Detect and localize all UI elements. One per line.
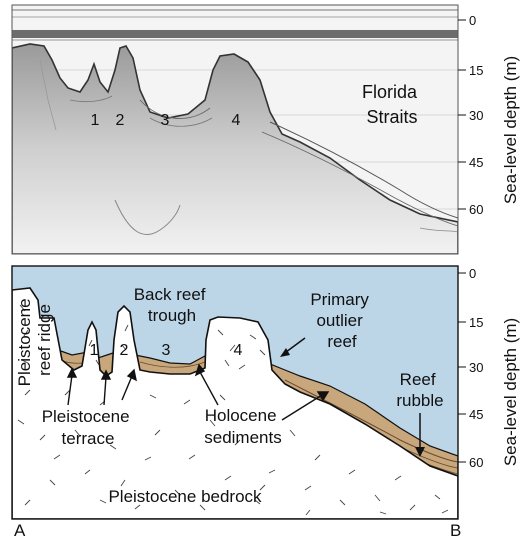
bottom-feature-number-2: 2 — [120, 342, 129, 359]
top-tick-0: 0 — [469, 13, 476, 28]
seismic-profile-panel: 1 2 3 4 Florida Straits 0 15 30 45 60 Se… — [11, 4, 520, 255]
top-feature-number-3: 3 — [161, 112, 170, 129]
top-feature-number-4: 4 — [232, 112, 241, 129]
bottom-tick-45: 45 — [469, 407, 483, 422]
florida-straits-label: Florida Straits — [362, 82, 422, 127]
bottom-tick-0: 0 — [469, 266, 476, 281]
top-depth-axis: 0 15 30 45 60 Sea-level depth (m) — [458, 13, 520, 217]
endpoint-a-label: A — [14, 521, 26, 540]
bottom-depth-axis: 0 15 30 45 60 Sea-level depth (m) — [458, 266, 520, 470]
primary-outlier-reef-label: Primary outlier reef — [310, 290, 373, 351]
top-feature-number-2: 2 — [116, 112, 125, 129]
sediment-arrows — [194, 363, 330, 421]
top-tick-30: 30 — [469, 108, 483, 123]
endpoint-b-label: B — [450, 521, 461, 540]
pleistocene-reef-ridge-label: Pleistocene reef ridge — [15, 294, 54, 387]
reef-rubble-label: Reef rubble — [396, 370, 443, 410]
pleistocene-bedrock-label: Pleistocene bedrock — [108, 487, 262, 506]
holocene-sediments-label: Holocene sediments — [204, 406, 281, 447]
back-reef-trough-label: Back reef trough — [134, 285, 211, 325]
seismic-panel-frame — [11, 4, 459, 255]
seismic-seabed-reflector — [12, 43, 458, 254]
bottom-tick-60: 60 — [469, 455, 483, 470]
bottom-axis-title: Sea-level depth (m) — [501, 318, 520, 466]
bottom-feature-number-3: 3 — [162, 342, 171, 359]
top-tick-15: 15 — [469, 63, 483, 78]
bottom-tick-15: 15 — [469, 315, 483, 330]
bottom-feature-number-4: 4 — [234, 342, 243, 359]
interpretation-panel: Pleistocene reef ridge 1 2 3 4 Back reef… — [11, 265, 520, 540]
interpretation-panel-frame — [11, 265, 459, 520]
bottom-tick-30: 30 — [469, 360, 483, 375]
bedrock-texture — [17, 304, 449, 516]
surface-noise-band — [12, 30, 458, 38]
terrace-arrows — [66, 367, 137, 406]
top-tick-60: 60 — [469, 202, 483, 217]
pleistocene-bedrock — [12, 287, 458, 519]
top-axis-title: Sea-level depth (m) — [501, 56, 520, 204]
top-tick-45: 45 — [469, 155, 483, 170]
top-feature-number-1: 1 — [91, 112, 100, 129]
bottom-feature-number-1: 1 — [90, 342, 99, 359]
pleistocene-terrace-label: Pleistocene terrace — [42, 407, 135, 448]
